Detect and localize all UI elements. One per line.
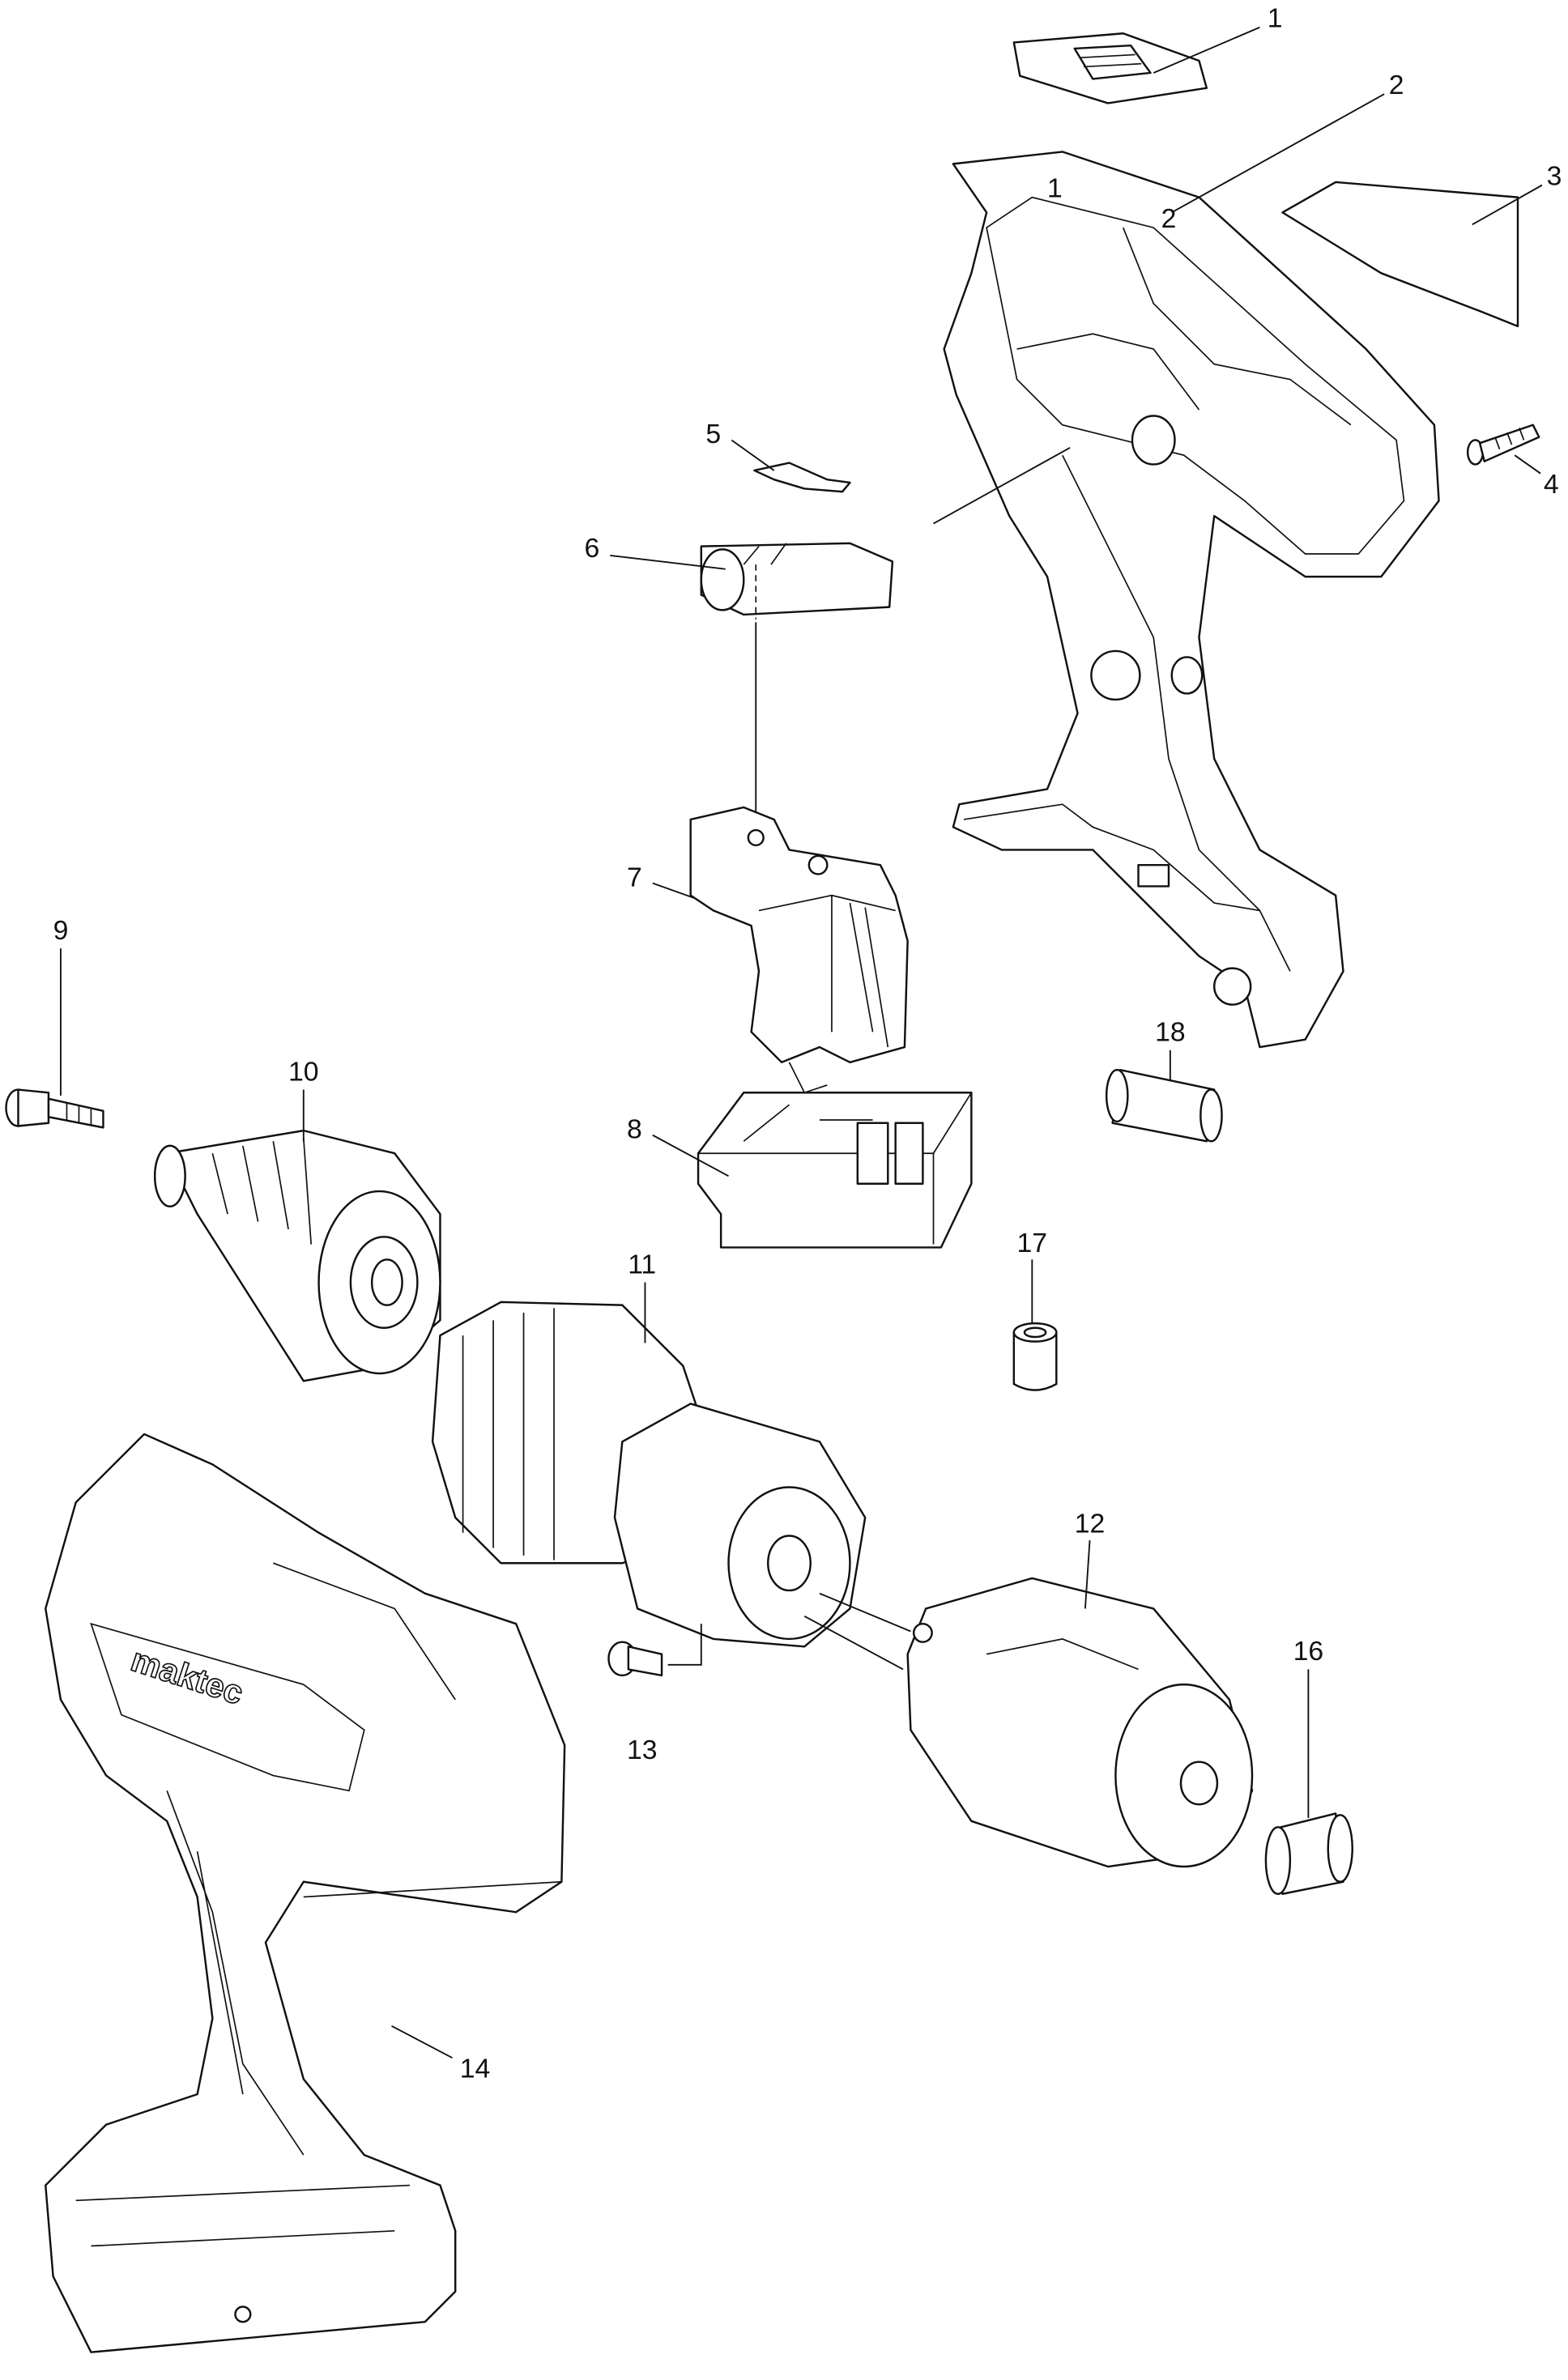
label-12: 12 (1075, 1509, 1106, 1539)
label-6: 6 (584, 533, 599, 564)
part-8-terminal (697, 1092, 973, 1249)
label-2: 2 (1389, 70, 1404, 100)
part-1-clip (1012, 32, 1208, 104)
part-4-screw (1466, 424, 1540, 466)
label-9: 9 (53, 915, 69, 946)
label-3: 3 (1547, 161, 1562, 192)
label-8: 8 (627, 1114, 642, 1145)
label-18: 18 (1155, 1017, 1186, 1048)
part-5-spring (753, 462, 851, 493)
housing-mark-1: 1 (1047, 173, 1063, 204)
part-17-sleeve (1012, 1322, 1058, 1391)
label-11: 11 (628, 1249, 656, 1279)
part-12-motor (906, 1577, 1254, 1868)
label-4: 4 (1544, 469, 1559, 500)
part-2-housing: 1 2 (943, 151, 1440, 1049)
assembly-line-11-12b (803, 1615, 904, 1671)
assembly-line-13 (667, 1624, 702, 1666)
part-6-switch-button (700, 542, 894, 619)
part-18-cylinder (1105, 1068, 1223, 1143)
leader-lines (60, 26, 1543, 2059)
part-9-bolt (5, 1088, 104, 1129)
part-11-gear-assembly (431, 1301, 867, 1648)
part-14-drill-body: maktec (45, 1433, 566, 2353)
label-14: 14 (460, 2054, 491, 2084)
label-10: 10 (288, 1056, 319, 1087)
part-16-cap (1264, 1812, 1353, 1895)
label-1: 1 (1268, 3, 1283, 34)
part-3-label-plate (1281, 181, 1519, 328)
housing-mark-2: 2 (1161, 203, 1177, 234)
part-7-switch (689, 806, 909, 1094)
label-16: 16 (1293, 1636, 1324, 1667)
label-7: 7 (627, 862, 642, 892)
label-17: 17 (1017, 1228, 1048, 1258)
assembly-line-11-12a (819, 1592, 911, 1633)
part-10-chuck (153, 1129, 441, 1382)
part-labels: 1 2 3 4 5 6 7 8 9 10 11 12 13 14 16 17 1… (53, 3, 1562, 2084)
part-13-screw (607, 1641, 663, 1677)
label-5: 5 (705, 419, 721, 449)
label-13: 13 (627, 1735, 658, 1765)
